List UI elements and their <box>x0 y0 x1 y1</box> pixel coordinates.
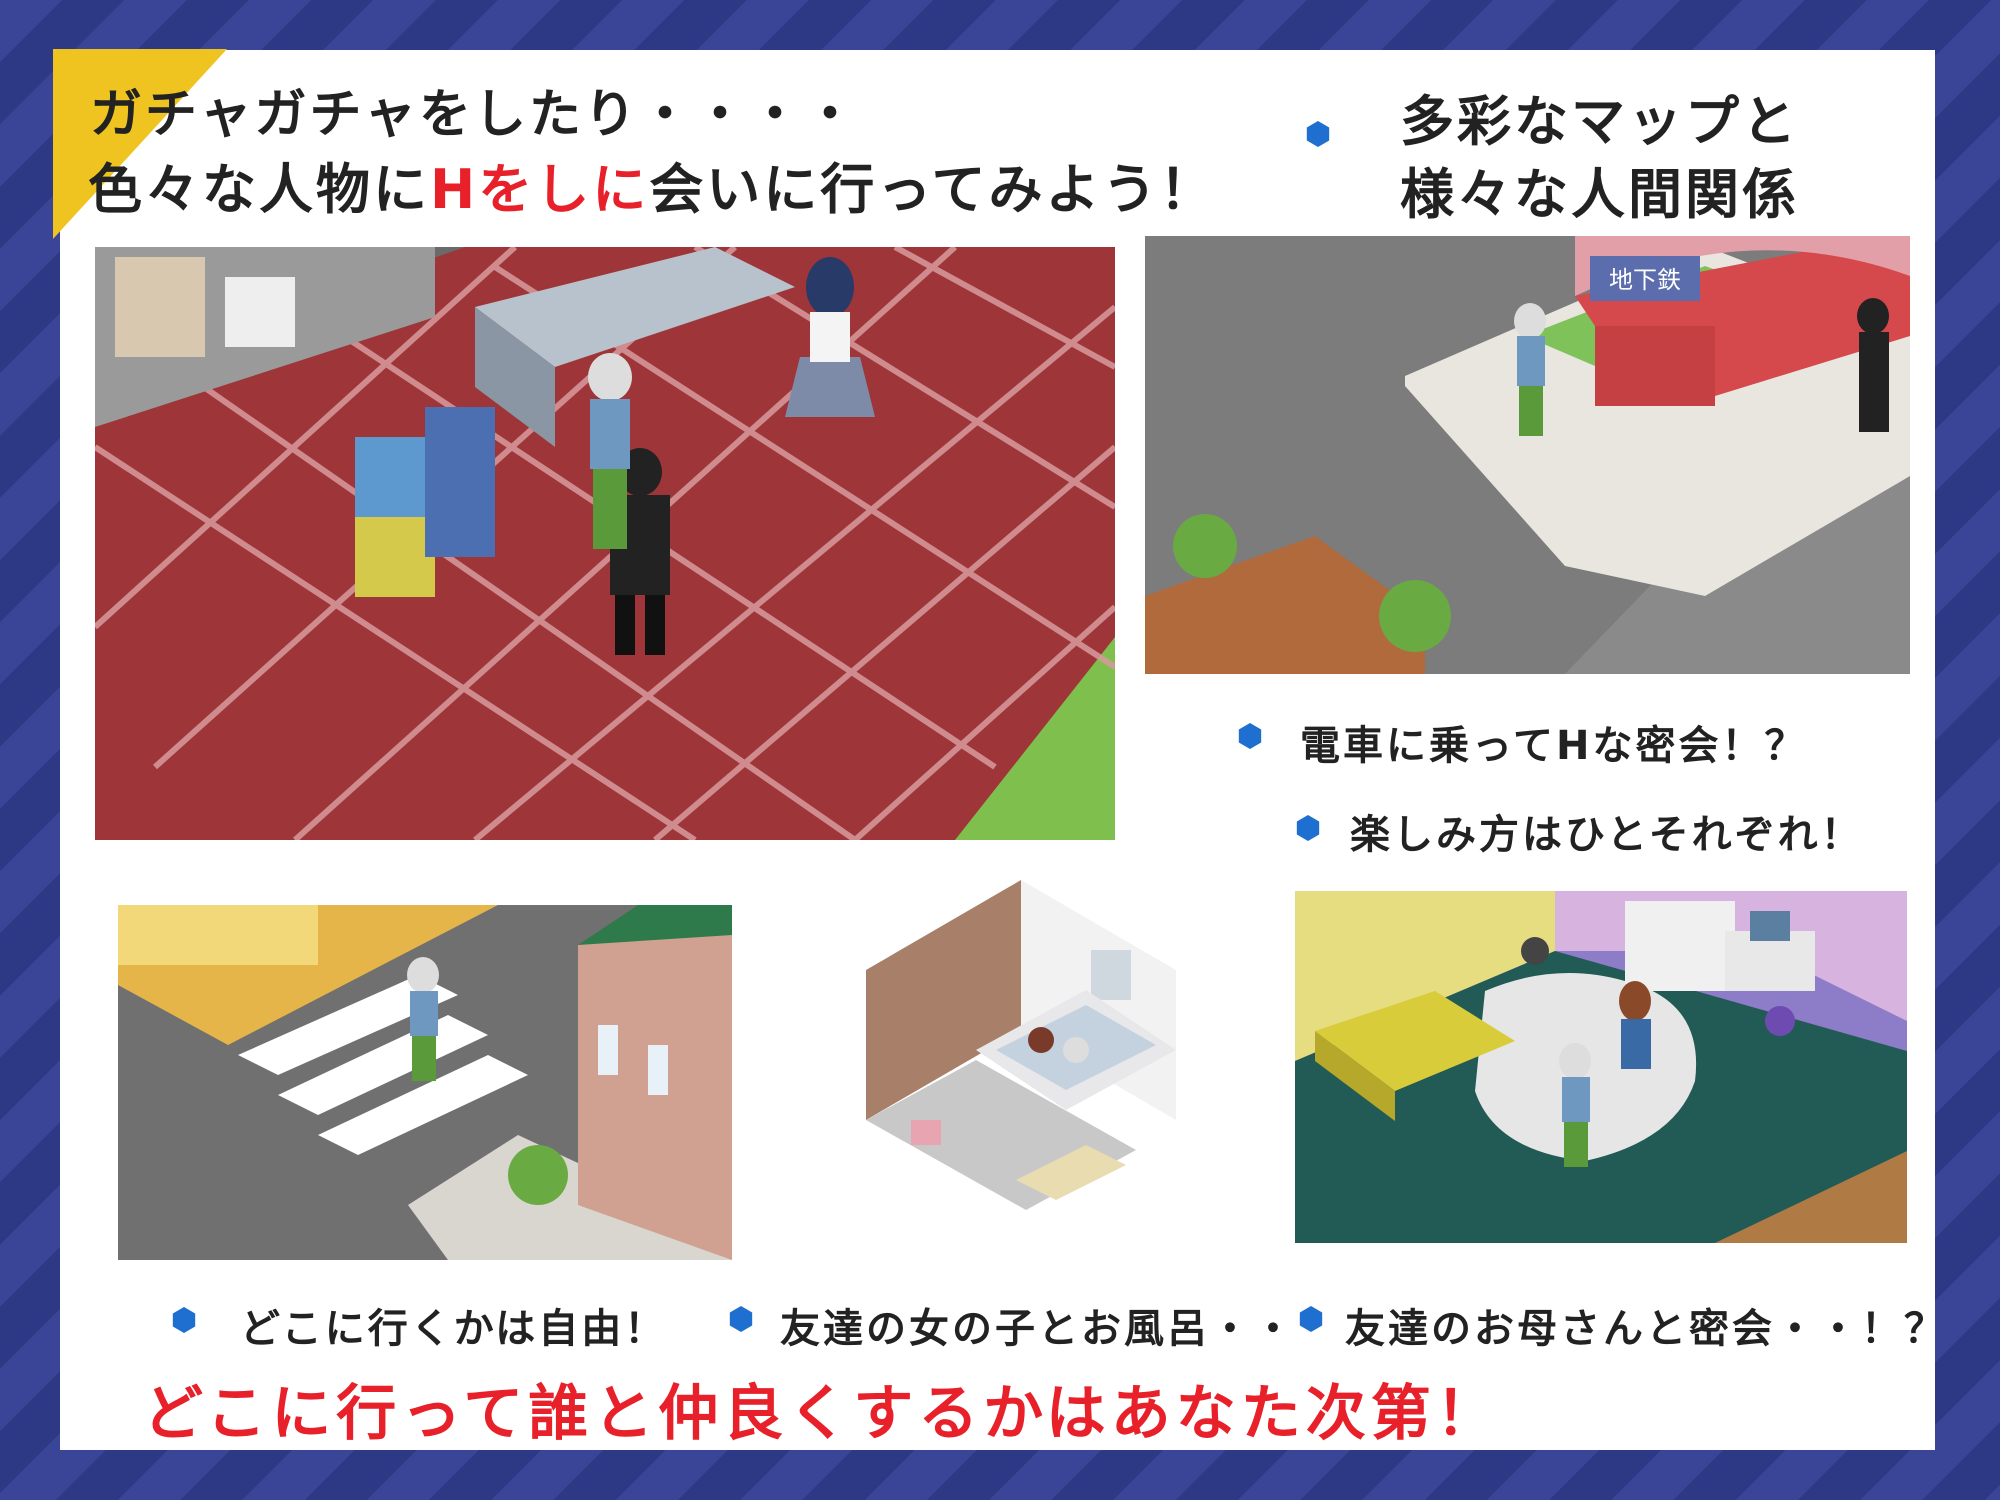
bullet-bath: 友達の女の子とお風呂・・ <box>780 1306 1296 1352</box>
screenshot-subway: 地下鉄 <box>1145 236 1910 674</box>
headline-highlight: Hをしに <box>430 158 650 221</box>
screenshot-bedroom <box>1295 891 1907 1243</box>
screenshot-shop <box>95 247 1115 840</box>
bullet-enjoy: 楽しみ方はひとそれぞれ！ <box>1350 812 1864 858</box>
bullet-icon <box>729 1306 753 1332</box>
headline-line2: 色々な人物にHをしに会いに行ってみよう！ <box>88 145 1217 224</box>
bullet-icon <box>1299 1306 1323 1332</box>
bullet-icon <box>1296 815 1320 841</box>
headline-line2-prefix: 色々な人物に <box>88 158 430 221</box>
bullet-icon <box>1306 121 1330 147</box>
screenshot-street <box>118 905 732 1260</box>
feature-maps-line2: 様々な人間関係 <box>1400 163 1799 226</box>
headline-line2-suffix: 会いに行ってみよう！ <box>649 158 1217 221</box>
bullet-train: 電車に乗ってHな密会！？ <box>1300 723 1808 769</box>
bullet-free: どこに行くかは自由！ <box>240 1306 668 1352</box>
feature-maps-line1: 多彩なマップと <box>1400 90 1799 153</box>
footer-message: どこに行って誰と仲良くするかはあなた次第！ <box>143 1379 1501 1449</box>
bullet-icon <box>172 1307 196 1333</box>
station-sign: 地下鉄 <box>1609 266 1681 294</box>
screenshot-bathroom <box>856 880 1186 1235</box>
headline-line1: ガチャガチャをしたり・・・・ <box>90 85 859 145</box>
bullet-mother: 友達のお母さんと密会・・！？ <box>1345 1306 1947 1352</box>
corner-accent <box>53 49 227 239</box>
bullet-icon <box>1238 723 1262 749</box>
